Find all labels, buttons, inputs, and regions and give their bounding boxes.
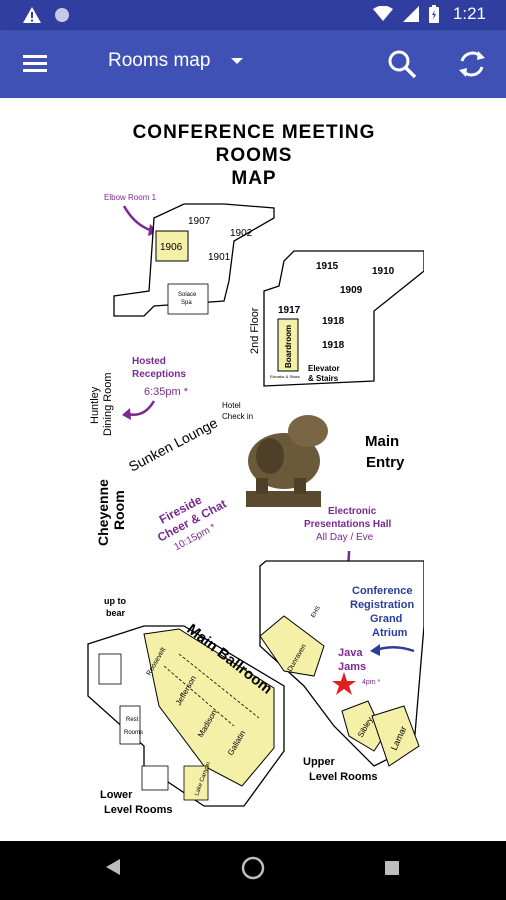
hotel-checkin-line2: Check in [222,412,253,421]
back-button[interactable] [104,857,122,882]
room-1918a: 1918 [322,316,345,327]
wifi-icon [372,6,393,21]
conference-line2: Registration [350,599,414,611]
boardroom-label: Boardroom [284,325,293,368]
lower-level-line1: Lower [100,789,133,801]
sunken-lounge-label: Sunken Lounge [126,414,220,474]
solace-spa-line1: Solace [178,292,197,298]
menu-button[interactable] [20,50,50,78]
elevator-stairs-line1: Elevator [308,364,340,373]
hosted-arrow [127,400,156,416]
conference-line3: Grand [370,613,402,625]
huntley-line1: Huntley [89,386,101,424]
room-1917: 1917 [278,305,301,316]
refresh-button[interactable] [455,47,489,81]
room-1901: 1901 [208,252,231,263]
rooms-map-image[interactable]: CONFERENCE MEETING ROOMS MAP Elbow Room … [84,106,425,836]
electronic-line2: Presentations Hall [304,519,391,530]
room-1907: 1907 [188,216,211,227]
map-title-line3: MAP [231,168,276,189]
recents-icon [385,861,399,875]
content-area: CONFERENCE MEETING ROOMS MAP Elbow Room … [0,98,506,841]
status-bar: 1:21 [0,0,506,30]
map-title-line1: CONFERENCE MEETING [133,122,376,143]
solace-spa-line2: Spa [181,300,192,306]
navigation-bar [0,841,506,900]
home-icon [241,856,265,880]
second-floor-block: 1915 1910 1909 1917 1918 1918 Boardroom … [263,250,425,387]
title-dropdown[interactable]: Rooms map [108,50,244,72]
room-1902: 1902 [230,228,253,239]
lower-level-block [87,625,285,807]
java-line2: Jams [338,661,366,673]
up-to-bear-line1: up to [104,596,126,606]
room-1918b: 1918 [322,340,345,351]
main-entry-line2: Entry [366,454,405,471]
bear-statue [246,415,328,507]
ehs-label: EHS [311,605,322,619]
hosted-line3: 6:35pm * [144,386,189,398]
status-time: 1:21 [452,4,486,23]
signal-icon [402,6,419,22]
room-1910: 1910 [372,266,395,277]
main-entry-line1: Main [365,433,399,450]
circle-icon [55,8,69,22]
room-1909: 1909 [340,285,363,296]
conference-arrowhead [370,644,380,656]
rest-rooms-line2: Rooms [124,730,143,736]
ninth-floor-block: 1907 1902 1906 1901 Solace Spa [113,203,275,317]
warning-icon [23,7,41,23]
status-left-icons [22,6,70,24]
lower-level-line2: Level Rooms [104,804,172,816]
huntley-line2: Dining Room [102,372,114,436]
elbow-arrow [122,205,151,232]
battery-icon [428,5,439,23]
elbow-room-label: Elbow Room 1 [104,193,157,202]
hotel-checkin-line1: Hotel [222,401,241,410]
app-bar: Rooms map [0,30,506,98]
upper-level-line1: Upper [303,756,336,768]
java-line1: Java [338,647,363,659]
menu-icon [23,55,47,72]
home-button[interactable] [241,856,265,885]
search-button[interactable] [386,48,418,80]
page-title: Rooms map [108,50,211,71]
refresh-icon [459,51,485,77]
hosted-line1: Hosted [132,356,166,367]
java-line3: 4pm * [362,679,381,686]
status-right-icons: 1:21 [372,4,486,24]
up-to-bear-line2: bear [106,608,126,618]
rest-rooms-line1: Rest [126,717,139,723]
hosted-arrowhead [122,408,131,420]
conference-line1: Conference [352,585,413,597]
search-icon [388,50,417,79]
map-title-line2: ROOMS [216,145,293,166]
room-1906: 1906 [160,242,183,253]
back-icon [106,859,120,875]
dropdown-arrow-icon [231,58,244,64]
second-floor-label: 2nd Floor [249,307,261,354]
elevator-stairs-line2: & Stairs [308,374,339,383]
upper-level-line2: Level Rooms [309,771,377,783]
cheyenne-line1: Cheyenne [95,479,111,546]
cheyenne-line2: Room [111,490,127,530]
star-icon [332,672,356,695]
room-1915: 1915 [316,261,339,272]
electronic-line1: Electronic [328,506,377,517]
conference-line4: Atrium [372,627,408,639]
electronic-line3: All Day / Eve [316,532,374,543]
upper-level-block [259,560,425,767]
elevator-small-label: Elevator & Stairs [270,374,300,379]
hosted-line2: Receptions [132,369,186,380]
recents-button[interactable] [383,859,401,882]
